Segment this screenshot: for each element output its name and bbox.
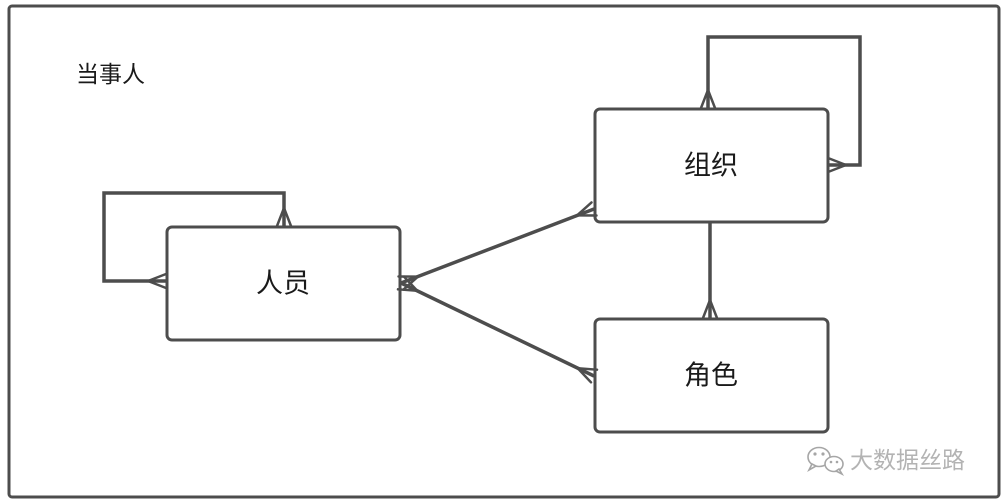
container-title: 当事人 <box>76 62 145 88</box>
person-organization-relationship <box>400 207 595 285</box>
crow-foot-person-self-left <box>146 272 168 290</box>
watermark-text: 大数据丝路 <box>850 448 965 474</box>
crow-foot-org-self-top <box>699 88 717 110</box>
crow-foot-person-self-top <box>275 206 293 228</box>
organization-self-relationship <box>706 35 862 167</box>
entity-organization-label: 组织 <box>684 151 738 182</box>
crow-foot-org-from-person <box>575 201 598 217</box>
party-container-frame <box>7 4 1001 499</box>
crow-foot-role-from-person <box>576 366 599 384</box>
person-role-relationship <box>400 281 595 378</box>
crow-foot-role-from-org <box>701 298 719 320</box>
crow-foot-org-self-right <box>826 156 848 174</box>
entity-person-label: 人员 <box>256 269 310 300</box>
person-self-relationship <box>102 191 286 283</box>
crow-foot-person-to-role <box>396 275 419 293</box>
crow-foot-markers <box>146 88 848 384</box>
entity-role-label: 角色 <box>684 361 738 392</box>
wechat-icon <box>807 446 845 476</box>
